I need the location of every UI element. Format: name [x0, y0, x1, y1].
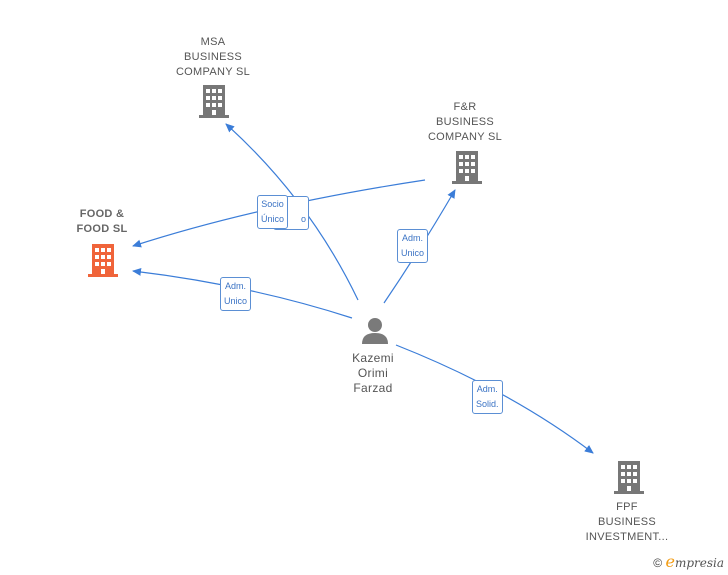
building-icon[interactable]: [199, 85, 229, 118]
node-label-food[interactable]: FOOD & FOOD SL: [76, 208, 128, 235]
node-label-fpf[interactable]: FPF BUSINESS INVESTMENT...: [585, 501, 669, 543]
edge-label-adm-solid: Adm. Solid.: [472, 380, 503, 414]
building-icon[interactable]: [614, 461, 644, 494]
copyright-icon: ©: [653, 556, 663, 570]
node-label-fr[interactable]: F&R BUSINESS COMPANY SL: [427, 101, 503, 143]
node-label-msa[interactable]: MSA BUSINESS COMPANY SL: [175, 36, 251, 78]
edge-label-socio-unico: Socio Único: [257, 195, 289, 229]
edge-label-adm-unico-food: Adm. Unico: [220, 277, 252, 311]
building-icon[interactable]: [452, 151, 482, 184]
brand-logo-e: e: [665, 552, 675, 571]
edge-label-adm-unico-fr: Adm. Unico: [397, 229, 429, 263]
person-icon[interactable]: [362, 318, 388, 344]
brand-footer: © empresia: [653, 552, 724, 571]
building-icon[interactable]: [88, 244, 118, 277]
brand-name: mpresia: [674, 556, 724, 570]
node-label-person[interactable]: Kazemi Orimi Farzad: [352, 351, 394, 395]
